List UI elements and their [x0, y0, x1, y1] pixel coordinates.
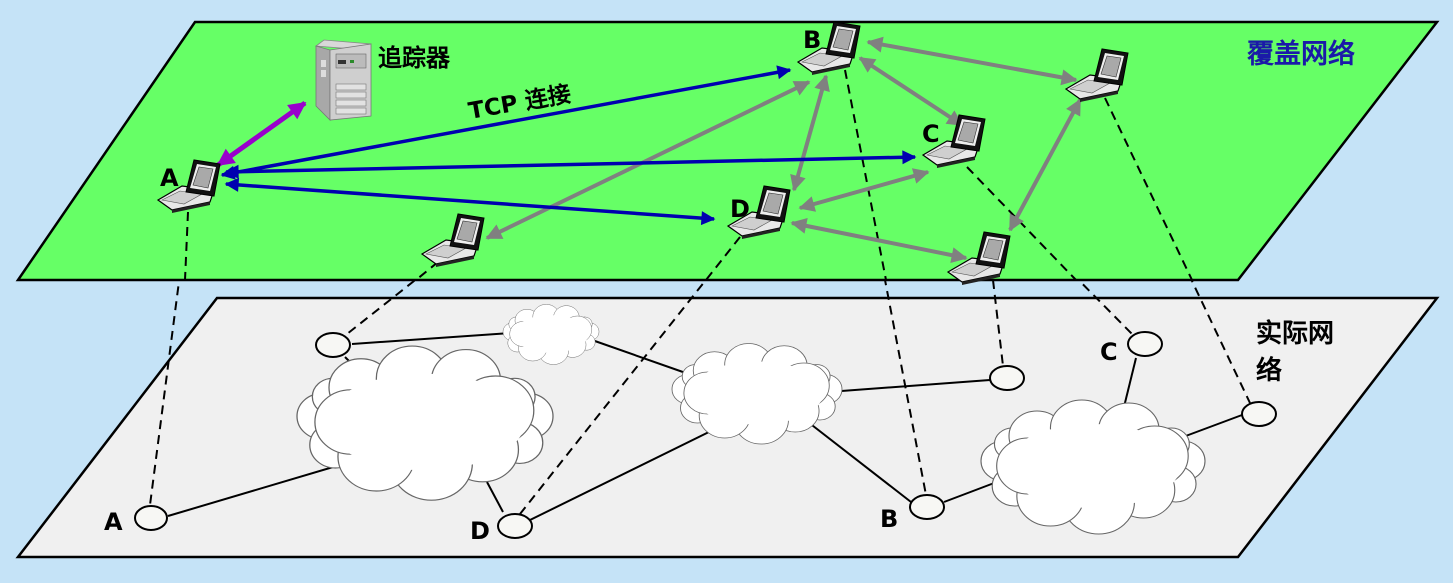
physical-label-B: B — [880, 505, 898, 533]
physical-node-n2[interactable] — [989, 365, 1025, 391]
overlay-network-plane — [15, 20, 1440, 282]
link-A-big-cloud — [167, 461, 351, 517]
mapping-line-B — [844, 69, 927, 496]
physical-node-B[interactable] — [909, 494, 945, 520]
link-mid-cloud-B — [807, 421, 912, 503]
stub-P2 — [1104, 97, 1193, 281]
link-n1-small-cloud — [351, 332, 511, 345]
physical-label-D: D — [470, 517, 490, 545]
overlay-network-title: 覆盖网络 — [1247, 38, 1355, 70]
tracker-label: 追踪器 — [378, 44, 451, 72]
peer-arrow-P3-P2 — [1008, 98, 1082, 232]
physical-label-A: A — [104, 508, 123, 536]
link-D-big-cloud — [486, 481, 504, 513]
link-small-cloud-mid-cloud — [591, 339, 701, 379]
physical-node-C[interactable] — [1127, 331, 1163, 357]
overlay-label-D: D — [730, 195, 750, 223]
link-n3-big-cloud2 — [1182, 414, 1243, 438]
tracker-arrow — [216, 100, 307, 168]
physical-node-n3[interactable] — [1241, 401, 1277, 427]
overlay-label-A: A — [160, 164, 179, 192]
link-D-mid-cloud — [529, 429, 714, 521]
peer-arrow-B-P2 — [866, 36, 1078, 86]
stub-A — [184, 211, 189, 281]
overlay-label-B: B — [803, 26, 821, 54]
tcp-arrow-A-D — [224, 177, 716, 226]
tcp-connections — [220, 65, 917, 226]
mapping-line-C — [966, 166, 1133, 335]
physical-node-D[interactable] — [497, 513, 533, 539]
physical-node-A[interactable] — [134, 505, 168, 531]
overlay-label-C: C — [922, 120, 940, 148]
physical-node-n1[interactable] — [315, 332, 351, 358]
peer-arrow-B-C — [858, 56, 964, 127]
tcp-arrow-A-C — [224, 150, 917, 179]
physical-network-title-line2: 络 — [1256, 355, 1282, 386]
peer-arrow-D-P3 — [790, 217, 968, 264]
stub-D — [705, 236, 741, 281]
physical-network-title-line1: 实际网 — [1256, 318, 1334, 349]
physical-nodes — [134, 331, 1277, 539]
link-mid-cloud-n2 — [827, 379, 991, 393]
tracker-server-icon[interactable] — [314, 39, 372, 121]
stub-P1 — [415, 261, 439, 281]
physical-label-C: C — [1100, 338, 1118, 366]
